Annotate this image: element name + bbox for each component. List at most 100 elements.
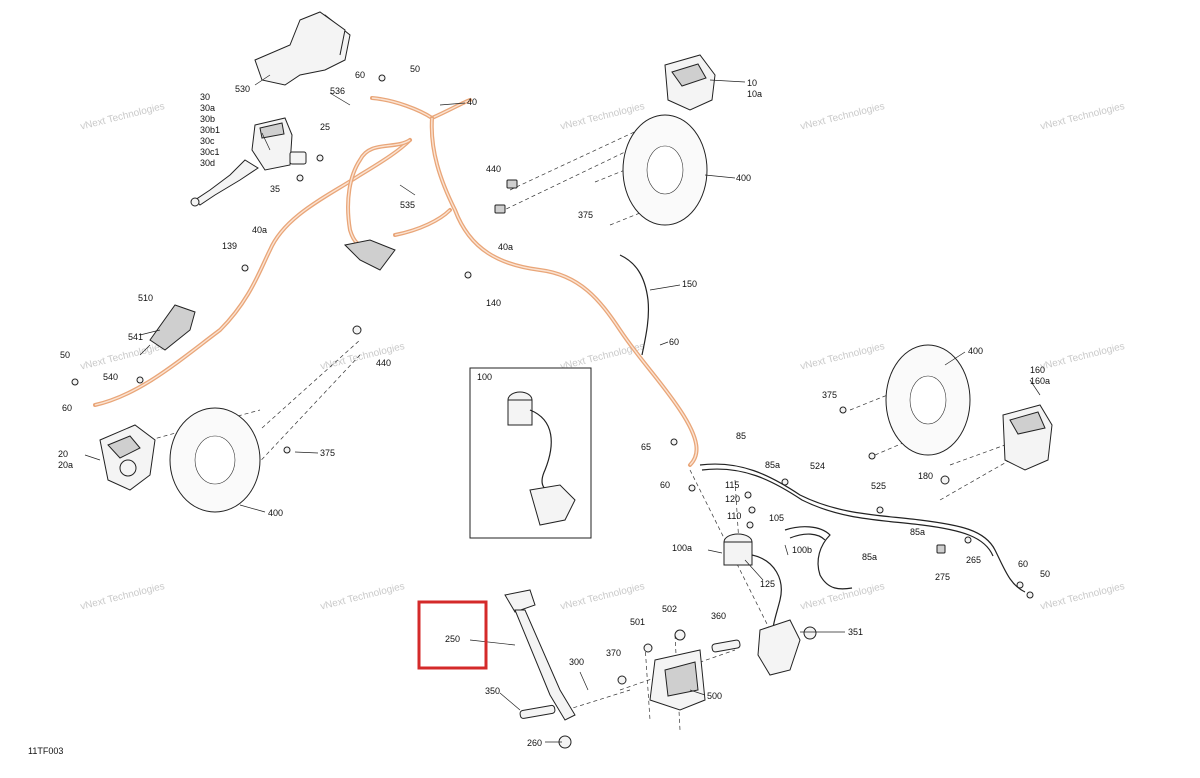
part-caliper-160	[1002, 404, 1053, 471]
callout-20a: 20a	[58, 460, 73, 470]
callout-20: 20	[58, 449, 68, 459]
part-caliper-20	[99, 424, 156, 491]
callout-60: 60	[669, 337, 679, 347]
callout-370: 370	[606, 648, 621, 658]
callout-10a: 10a	[747, 89, 762, 99]
part-master-cylinder-30	[190, 117, 307, 207]
callout-105: 105	[769, 513, 784, 523]
callout-85a: 85a	[765, 460, 780, 470]
callout-120: 120	[725, 494, 740, 504]
callout-250: 250	[445, 634, 460, 644]
callout-10: 10	[747, 78, 757, 88]
callout-30d: 30d	[200, 158, 215, 168]
callout-375: 375	[822, 390, 837, 400]
callout-40a: 40a	[252, 225, 267, 235]
watermark: vNext Technologies	[319, 341, 406, 373]
callout-30c: 30c	[200, 136, 215, 146]
callout-160: 160	[1030, 365, 1045, 375]
callout-525: 525	[871, 481, 886, 491]
callout-502: 502	[662, 604, 677, 614]
callout-85a: 85a	[862, 552, 877, 562]
brake-hoses	[93, 96, 699, 467]
part-pedal-250	[504, 589, 576, 721]
watermark: vNext Technologies	[79, 341, 166, 373]
callout-360: 360	[711, 611, 726, 621]
callout-540: 540	[103, 372, 118, 382]
callout-60: 60	[355, 70, 365, 80]
part-bracket-510	[149, 304, 196, 351]
brake-lines	[619, 254, 1026, 593]
part-bracket-500	[649, 649, 706, 711]
watermark: vNext Technologies	[559, 101, 646, 133]
callout-50: 50	[60, 350, 70, 360]
callout-400: 400	[736, 173, 751, 183]
callout-100a: 100a	[672, 543, 692, 553]
part-bracket-hose-mid	[343, 239, 396, 271]
callout-400: 400	[968, 346, 983, 356]
callout-65: 65	[641, 442, 651, 452]
watermark: vNext Technologies	[799, 341, 886, 373]
part-disc-400-top	[622, 114, 708, 226]
part-caliper-10	[664, 54, 716, 111]
part-bracket-530	[254, 11, 351, 86]
callout-440: 440	[486, 164, 501, 174]
watermark: vNext Technologies	[799, 101, 886, 133]
callout-30b: 30b	[200, 114, 215, 124]
callout-501: 501	[630, 617, 645, 627]
callout-110: 110	[727, 511, 741, 521]
callout-150: 150	[682, 279, 697, 289]
callout-510: 510	[138, 293, 153, 303]
callout-60: 60	[660, 480, 670, 490]
callout-30c1: 30c1	[200, 147, 220, 157]
callout-350: 350	[485, 686, 500, 696]
watermark: vNext Technologies	[559, 581, 646, 613]
callout-375: 375	[578, 210, 593, 220]
part-pin-350	[519, 704, 556, 719]
callout-140: 140	[486, 298, 501, 308]
watermark: vNext Technologies	[79, 581, 166, 613]
callout-85a: 85a	[910, 527, 925, 537]
callout-35: 35	[270, 184, 280, 194]
callout-30: 30	[200, 92, 210, 102]
watermark: vNext Technologies	[1039, 101, 1126, 133]
diagram-reference-code: 11TF003	[28, 746, 63, 756]
callout-180: 180	[918, 471, 933, 481]
callout-50: 50	[410, 64, 420, 74]
callout-351: 351	[848, 627, 863, 637]
inset-reservoir-100	[469, 367, 592, 539]
callout-30b1: 30b1	[200, 125, 220, 135]
watermark: vNext Technologies	[79, 101, 166, 133]
callout-300: 300	[569, 657, 584, 667]
callout-50: 50	[1040, 569, 1050, 579]
callout-125: 125	[760, 579, 775, 589]
watermark: vNext Technologies	[1039, 341, 1126, 373]
part-pin-360	[711, 639, 741, 653]
callout-275: 275	[935, 572, 950, 582]
callout-160a: 160a	[1030, 376, 1050, 386]
part-disc-400-left	[169, 407, 261, 513]
callout-524: 524	[810, 461, 825, 471]
callout-60: 60	[1018, 559, 1028, 569]
callout-265: 265	[966, 555, 981, 565]
callout-30a: 30a	[200, 103, 215, 113]
callout-440: 440	[376, 358, 391, 368]
callout-536: 536	[330, 86, 345, 96]
callout-100b: 100b	[792, 545, 812, 555]
callout-530: 530	[235, 84, 250, 94]
callout-100: 100	[477, 372, 492, 382]
callout-375: 375	[320, 448, 335, 458]
watermark: vNext Technologies	[1039, 581, 1126, 613]
leader-lines	[84, 79, 1041, 743]
callout-400: 400	[268, 508, 283, 518]
watermark: vNext Technologies	[799, 581, 886, 613]
callout-535: 535	[400, 200, 415, 210]
callout-260: 260	[527, 738, 542, 748]
callout-500: 500	[707, 691, 722, 701]
callout-541: 541	[128, 332, 143, 342]
callout-85: 85	[736, 431, 746, 441]
callout-25: 25	[320, 122, 330, 132]
callout-139: 139	[222, 241, 237, 251]
callout-115: 115	[725, 480, 739, 490]
callout-numbers: 530 60 50 536 40 30 30a 30b 30b1 30c 30c…	[58, 64, 1050, 748]
